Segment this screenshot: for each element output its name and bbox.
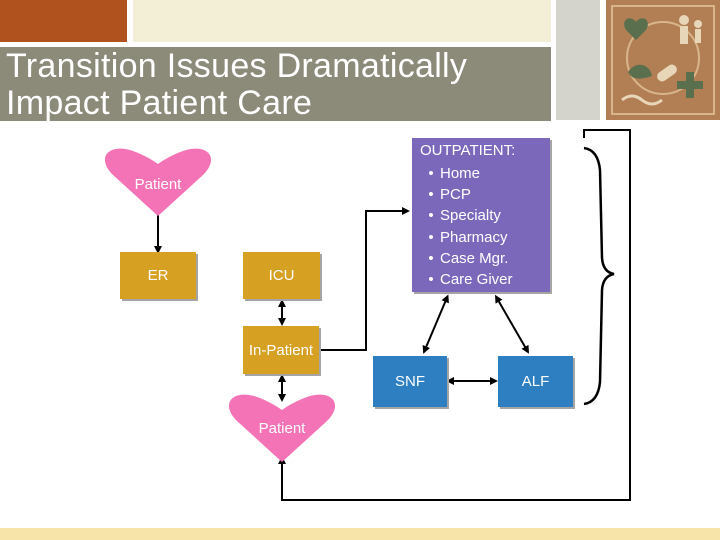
node-icu: ICU [243,252,320,299]
node-outpatient: OUTPATIENT: Home PCP Specialty Pharmacy … [412,138,550,292]
node-patient-bottom: Patient [258,420,306,437]
title-band [0,47,551,121]
outpatient-title: OUTPATIENT: [420,142,516,159]
outpatient-list: Home PCP Specialty Pharmacy Case Mgr. Ca… [424,163,513,290]
outpatient-item: Pharmacy [424,227,513,248]
arrow-outpatient-alf [495,294,529,354]
arrow-return-loop [278,129,631,501]
header-gray-block [556,0,600,120]
outpatient-item: Specialty [424,205,513,226]
logo-icon [611,5,715,115]
heart-bottom-shape [228,394,336,462]
node-icu-label: ICU [268,267,295,284]
outpatient-item: Case Mgr. [424,248,513,269]
node-er-label: ER [147,267,169,284]
header-cream-block [133,0,551,42]
node-inpatient: In-Patient [243,326,319,374]
page-title-line-2: Impact Patient Care [6,84,313,122]
node-inpatient-label: In-Patient [248,341,314,359]
node-snf-label: SNF [395,373,425,390]
node-alf: ALF [498,356,573,407]
grouping-brace [583,146,615,406]
outpatient-item: Care Giver [424,269,513,290]
page-title-line-1: Transition Issues Dramatically [6,47,468,85]
node-er: ER [120,252,196,299]
outpatient-item: PCP [424,184,513,205]
outpatient-item: Home [424,163,513,184]
health-emblem-logo [606,0,720,120]
header-accent-block [0,0,127,42]
page-title: Transition Issues Dramatically Impact Pa… [6,48,551,122]
node-alf-label: ALF [521,373,550,390]
arrow-outpatient-snf [422,294,449,354]
footer-strip [0,528,720,540]
node-patient-top: Patient [134,176,182,193]
node-snf: SNF [373,356,447,407]
heart-top-shape [104,148,212,216]
arrow-inpatient-outpatient [320,207,410,351]
